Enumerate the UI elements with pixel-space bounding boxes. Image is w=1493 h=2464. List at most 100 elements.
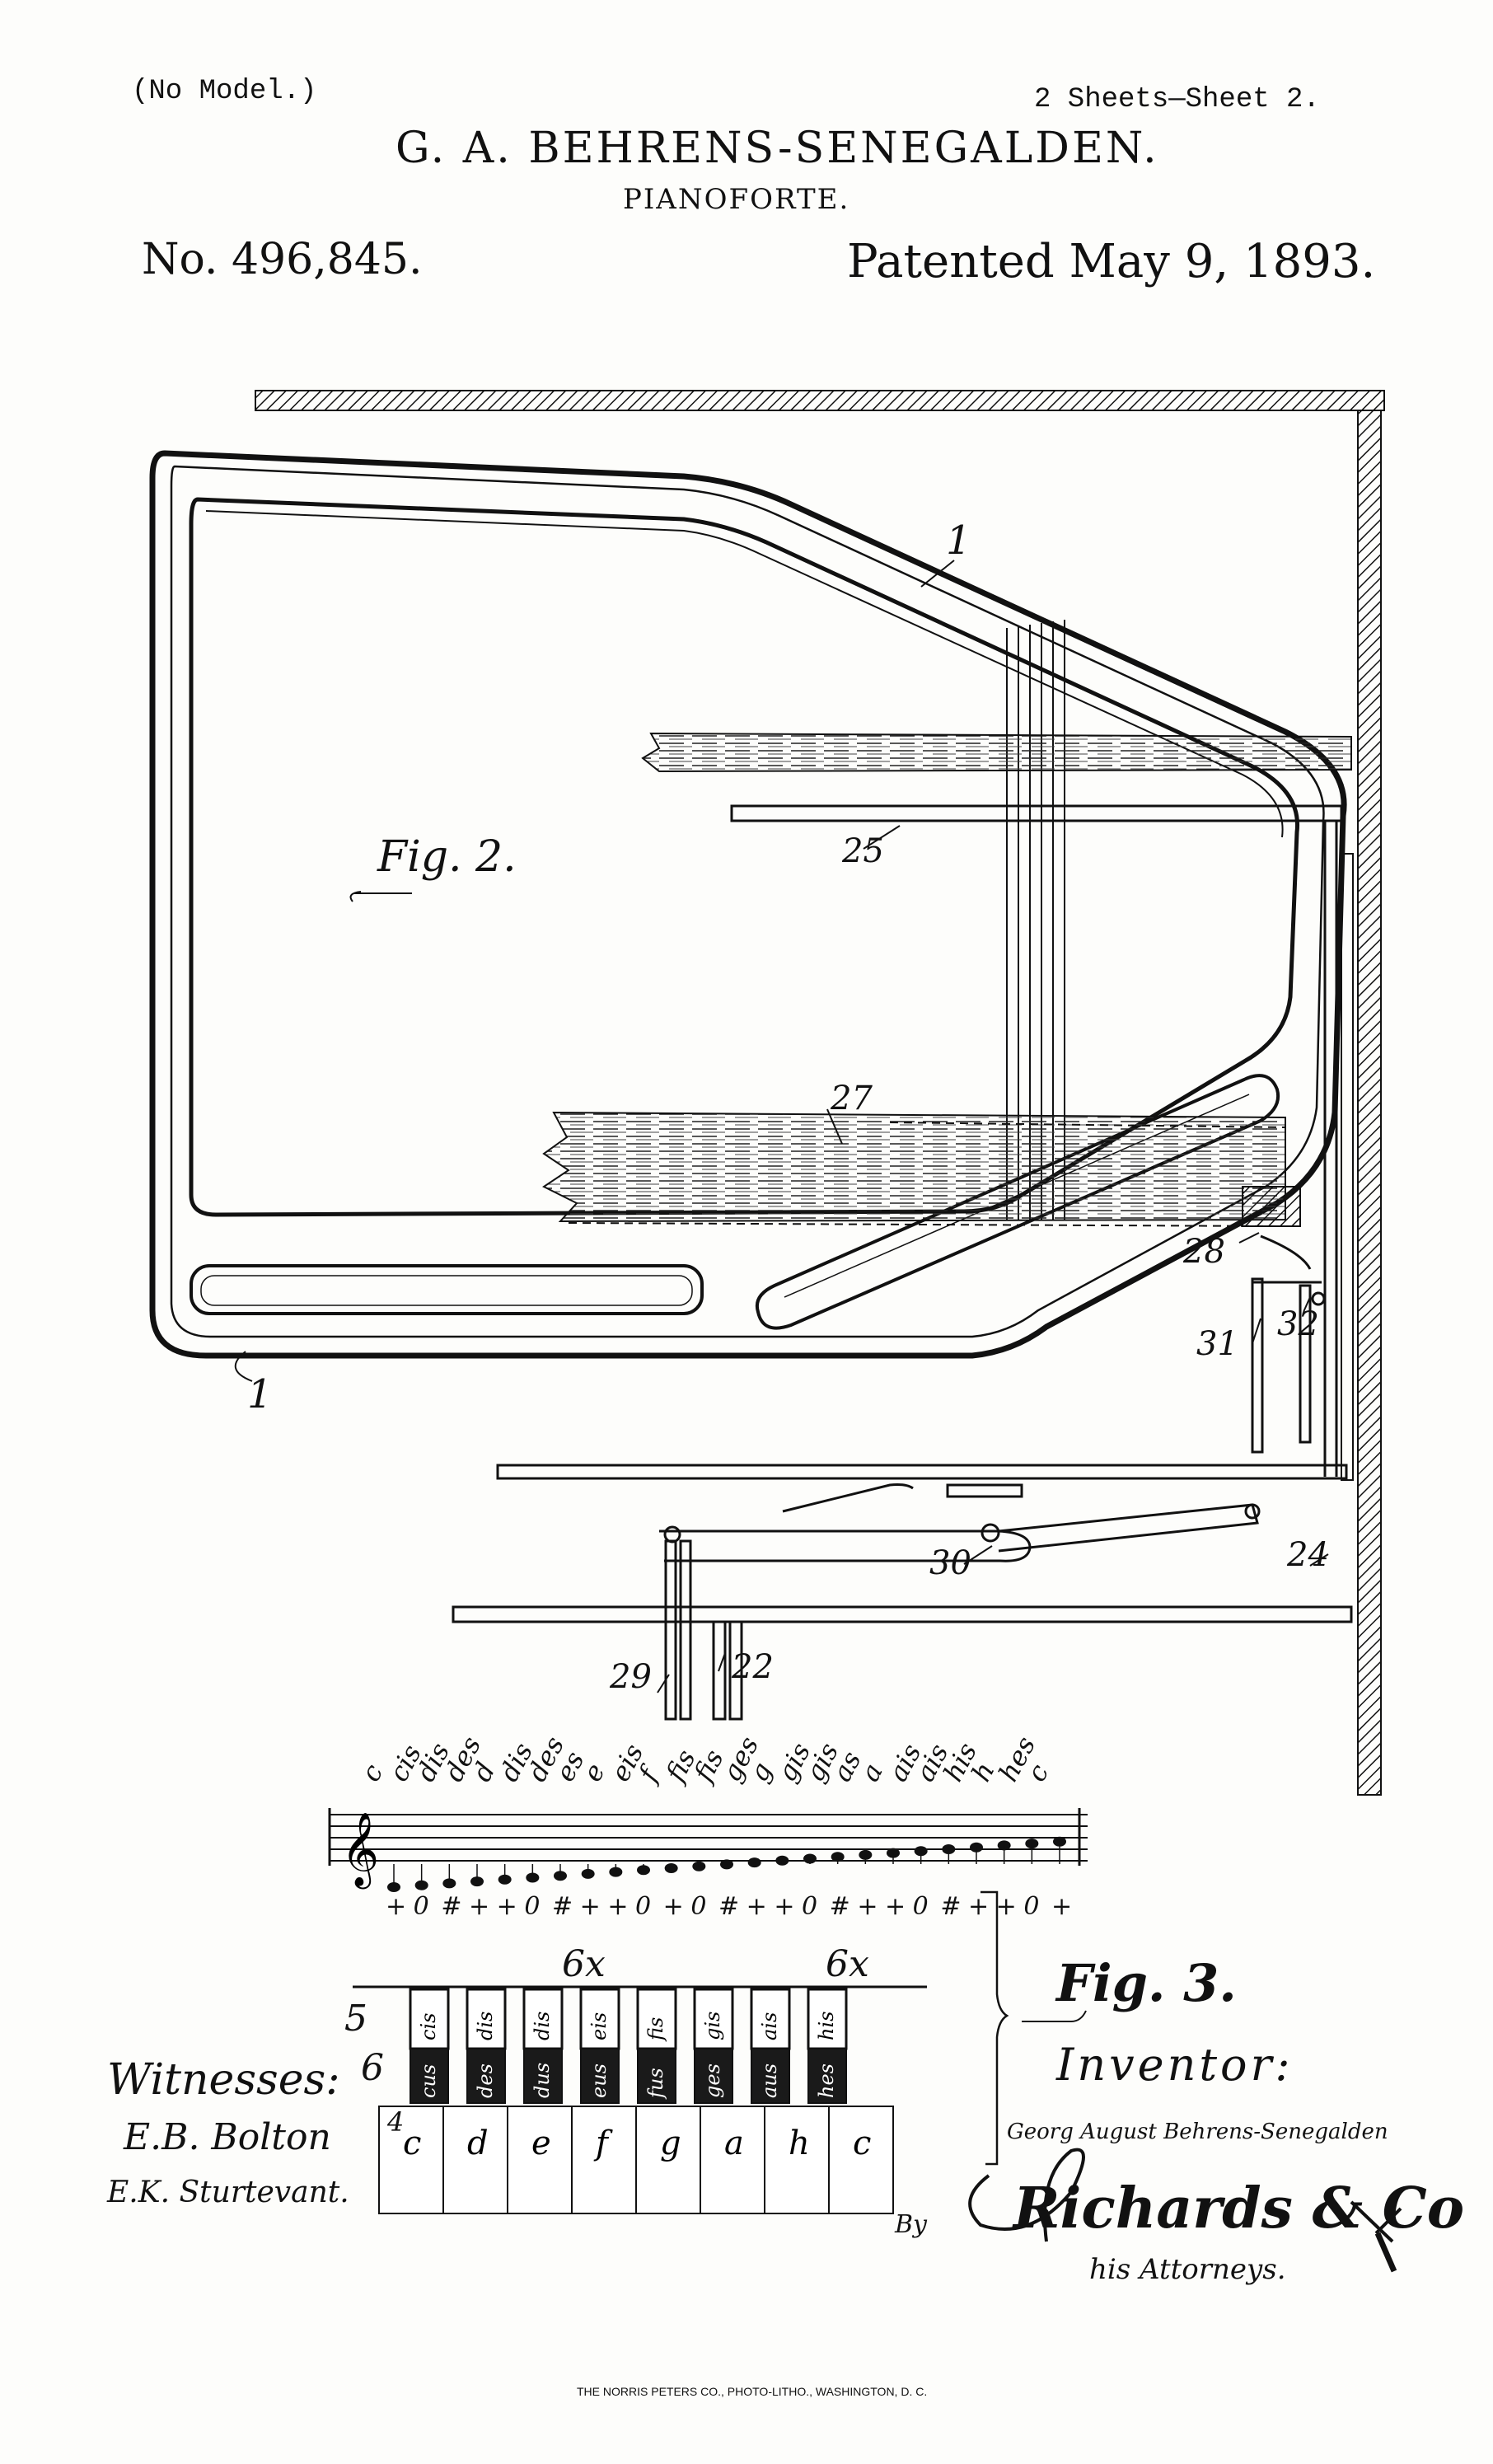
invention-title: PIANOFORTE. xyxy=(623,183,850,216)
connecting-brace xyxy=(981,1890,1009,2166)
rail-25 xyxy=(730,804,1354,1481)
fig2-label: Fig. 2. xyxy=(377,832,517,882)
black-key-lower-label: des xyxy=(474,2063,497,2098)
music-staff xyxy=(328,1808,1088,1866)
white-key-label: h xyxy=(789,2124,810,2162)
staff-accidental: 0 xyxy=(524,1892,541,1921)
white-key xyxy=(442,2106,508,2214)
ref-24: 24 xyxy=(1287,1536,1329,1574)
black-key-lower xyxy=(751,2048,790,2104)
staff-accidental: + xyxy=(995,1892,1017,1921)
black-key-lower-label: aus xyxy=(758,2063,781,2098)
ref-25: 25 xyxy=(842,832,884,870)
staff-accidental: + xyxy=(885,1892,906,1921)
white-key-label: a xyxy=(724,2124,744,2162)
black-key-upper-label: cis xyxy=(417,2013,440,2040)
white-key xyxy=(700,2106,765,2214)
staff-accidental: 0 xyxy=(1023,1892,1040,1921)
black-key-lower-label: eus xyxy=(587,2063,611,2098)
black-key-lower xyxy=(410,2048,449,2104)
white-key-label: c xyxy=(403,2124,421,2162)
attorneys-label: his Attorneys. xyxy=(1089,2253,1286,2286)
model-note: (No Model.) xyxy=(132,76,317,107)
white-key-label: g xyxy=(660,2124,681,2162)
ref-5: 5 xyxy=(344,1998,367,2040)
ref-1-bottom: 1 xyxy=(247,1371,273,1417)
patent-number: No. 496,845. xyxy=(142,235,423,284)
black-key-upper xyxy=(636,1988,677,2050)
black-key-lower-label: cus xyxy=(417,2064,440,2098)
staff-accidental: + xyxy=(469,1892,490,1921)
staff-accidental: + xyxy=(662,1892,684,1921)
ref-22: 22 xyxy=(732,1648,774,1686)
staff-accidental: 0 xyxy=(690,1892,707,1921)
staff-accidental: + xyxy=(1051,1892,1073,1921)
black-key-lower-label: dus xyxy=(531,2063,554,2098)
black-key-upper-label: fis xyxy=(644,2017,667,2042)
ref-30: 30 xyxy=(929,1544,971,1582)
white-key-label: e xyxy=(531,2124,551,2162)
staff-accidental: 0 xyxy=(912,1892,929,1921)
black-key-upper xyxy=(409,1988,450,2050)
ref-1-top: 1 xyxy=(946,518,971,564)
ref-4: 4 xyxy=(387,2106,405,2138)
staff-accidental: + xyxy=(968,1892,990,1921)
witness-signature-1: E.B. Bolton xyxy=(124,2116,331,2158)
staff-accidental: + xyxy=(579,1892,601,1921)
white-key-label: c xyxy=(853,2124,871,2162)
staff-accidental: + xyxy=(607,1892,629,1921)
witness-signature-2: E.K. Sturtevant. xyxy=(107,2176,349,2209)
black-key-upper xyxy=(807,1988,848,2050)
ref-6x-a: 6x xyxy=(562,1943,606,1985)
attorney-signature-flourish xyxy=(968,2148,1402,2273)
ref-28: 28 xyxy=(1183,1233,1225,1271)
white-key xyxy=(828,2106,894,2214)
black-key-lower xyxy=(580,2048,620,2104)
action-mechanism xyxy=(452,1234,1353,1721)
ref-27: 27 xyxy=(831,1080,873,1117)
staff-accidental: + xyxy=(774,1892,795,1921)
white-key xyxy=(764,2106,830,2214)
inventor-label: Inventor: xyxy=(1056,2039,1294,2091)
attorneys-signature: Richards & Co xyxy=(1013,2176,1465,2241)
fig3-label: Fig. 3. xyxy=(1056,1953,1237,2013)
patent-date: Patented May 9, 1893. xyxy=(847,235,1376,288)
black-key-upper-label: ais xyxy=(758,2012,781,2040)
black-key-lower xyxy=(637,2048,676,2104)
black-key-upper xyxy=(579,1988,620,2050)
staff-accidental: + xyxy=(746,1892,767,1921)
black-key-lower xyxy=(694,2048,733,2104)
black-key-lower-label: hes xyxy=(815,2063,838,2098)
staff-accidental: + xyxy=(386,1892,407,1921)
ref-32: 32 xyxy=(1277,1305,1319,1343)
white-key xyxy=(571,2106,637,2214)
case-top-and-side xyxy=(255,390,1385,1796)
witnesses-label: Witnesses: xyxy=(107,2055,340,2105)
white-key xyxy=(635,2106,701,2214)
black-key-upper xyxy=(750,1988,791,2050)
white-key-label: d xyxy=(467,2124,489,2162)
staff-notes xyxy=(387,1836,1066,1892)
white-key xyxy=(378,2106,444,2214)
black-key-lower xyxy=(466,2048,506,2104)
black-key-lower xyxy=(523,2048,563,2104)
black-key-upper-label: dis xyxy=(531,2012,554,2040)
by-label: By xyxy=(895,2210,927,2239)
white-key xyxy=(507,2106,573,2214)
treble-clef-icon: 𝄞 xyxy=(341,1812,379,1890)
printer-imprint: THE NORRIS PETERS CO., PHOTO-LITHO., WAS… xyxy=(577,2385,928,2398)
staff-accidental: 0 xyxy=(413,1892,429,1921)
staff-accidental: # xyxy=(829,1892,850,1921)
staff-accidental: + xyxy=(857,1892,878,1921)
ref-6x-b: 6x xyxy=(826,1943,869,1985)
sheet-count: 2 Sheets—Sheet 2. xyxy=(1034,84,1320,115)
black-key-lower-label: ges xyxy=(701,2063,724,2098)
inventor-name-heading: G. A. BEHRENS-SENEGALDEN. xyxy=(395,124,1159,173)
leader-lines xyxy=(235,560,1329,1693)
black-key-lower-label: fus xyxy=(644,2068,667,2100)
ref-6: 6 xyxy=(361,2047,384,2089)
staff-accidental: # xyxy=(718,1892,740,1921)
black-key-upper-label: gis xyxy=(701,2012,724,2040)
black-key-upper-label: eis xyxy=(587,2012,611,2040)
